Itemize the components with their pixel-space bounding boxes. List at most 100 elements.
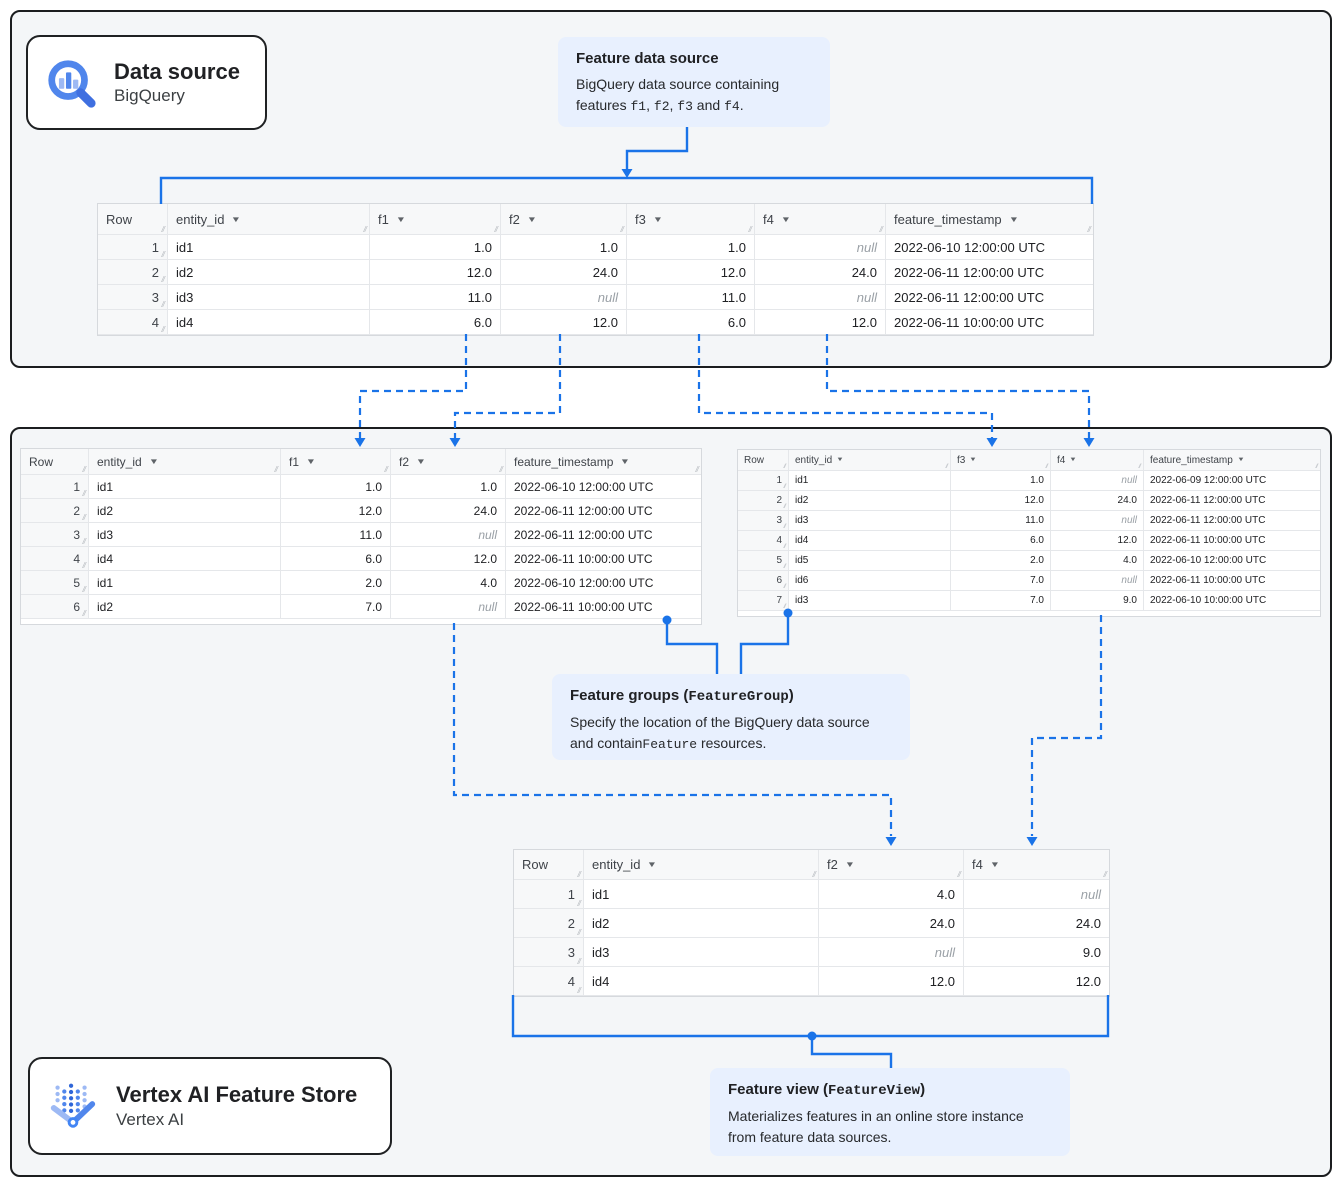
column-header-f1[interactable]: f1▼// [370, 204, 501, 235]
resize-handle-icon[interactable]: // [577, 899, 582, 908]
resize-handle-icon[interactable]: // [577, 870, 582, 879]
card-title: Vertex AI Feature Store [116, 1082, 358, 1108]
cell-entity_id: id1 [789, 471, 951, 491]
resize-handle-icon[interactable]: // [82, 465, 87, 474]
resize-handle-icon[interactable]: // [577, 928, 582, 937]
column-header-f2[interactable]: f2 ▼ // [501, 204, 627, 235]
resize-handle-icon[interactable]: // [82, 609, 87, 618]
resize-handle-icon[interactable]: // [82, 513, 87, 522]
column-header-f4[interactable]: f4▼// [755, 204, 886, 235]
resize-handle-icon[interactable]: // [783, 584, 787, 590]
code-text: FeatureGroup [688, 689, 789, 705]
column-header-feature_timestamp[interactable]: feature_timestamp▼// [506, 449, 701, 475]
resize-handle-icon[interactable]: // [161, 250, 166, 259]
resize-handle-icon[interactable]: // [161, 225, 166, 234]
resize-handle-icon[interactable]: // [620, 225, 625, 234]
cell-entity_id: id1 [89, 571, 281, 595]
column-label: f2 [509, 211, 520, 227]
resize-handle-icon[interactable]: // [82, 537, 87, 546]
column-header-entity_id[interactable]: entity_id▼// [89, 449, 281, 475]
row-number-cell: 4// [98, 310, 168, 335]
column-dropdown-icon[interactable]: ▼ [305, 457, 317, 466]
column-header-f2[interactable]: f2▼// [819, 850, 964, 880]
resize-handle-icon[interactable]: // [82, 489, 87, 498]
cell-feature_timestamp: 2022-06-10 12:00:00 UTC [886, 235, 1093, 260]
resize-handle-icon[interactable]: // [363, 225, 368, 234]
resize-handle-icon[interactable]: // [1138, 464, 1142, 470]
resize-handle-icon[interactable]: // [879, 225, 884, 234]
resize-handle-icon[interactable]: // [499, 465, 504, 474]
column-header-f4[interactable]: f4▼// [1051, 450, 1144, 471]
resize-handle-icon[interactable]: // [1045, 464, 1049, 470]
resize-handle-icon[interactable]: // [695, 465, 700, 474]
column-dropdown-icon[interactable]: ▼ [969, 457, 978, 463]
resize-handle-icon[interactable]: // [161, 300, 166, 309]
resize-handle-icon[interactable]: // [783, 544, 787, 550]
row-number-cell: 1// [98, 235, 168, 260]
column-dropdown-icon[interactable]: ▼ [620, 457, 631, 466]
table-footer-strip [738, 611, 1320, 616]
resize-handle-icon[interactable]: // [783, 564, 787, 570]
column-header-entity_id[interactable]: entity_id▼// [584, 850, 819, 880]
text-segment: ) [920, 1081, 926, 1098]
cell-entity_id: id1 [89, 475, 281, 499]
column-header-entity_id[interactable]: entity_id▼// [168, 204, 370, 235]
resize-handle-icon[interactable]: // [783, 464, 787, 470]
text-segment: . [739, 97, 744, 113]
column-dropdown-icon[interactable]: ▼ [1236, 457, 1245, 463]
column-header-f3[interactable]: f3▼// [951, 450, 1051, 471]
column-header-f4[interactable]: f4▼// [964, 850, 1109, 880]
resize-handle-icon[interactable]: // [783, 604, 787, 610]
column-header-feature_timestamp[interactable]: feature_timestamp▼// [886, 204, 1093, 235]
resize-handle-icon[interactable]: // [161, 275, 166, 284]
column-dropdown-icon[interactable]: ▼ [148, 457, 159, 466]
resize-handle-icon[interactable]: // [957, 870, 962, 879]
resize-handle-icon[interactable]: // [945, 464, 949, 470]
resize-handle-icon[interactable]: // [812, 870, 817, 879]
column-header-entity_id[interactable]: entity_id▼// [789, 450, 951, 471]
column-label: f3 [635, 211, 646, 227]
resize-handle-icon[interactable]: // [1103, 870, 1108, 879]
column-dropdown-icon[interactable]: ▼ [415, 457, 427, 466]
row-number-cell: 1// [514, 880, 584, 909]
cell-f3: 11.0 [627, 285, 755, 310]
column-dropdown-icon[interactable]: ▼ [647, 860, 658, 869]
resize-handle-icon[interactable]: // [577, 957, 582, 966]
column-header-feature_timestamp[interactable]: feature_timestamp▼// [1144, 450, 1320, 471]
resize-handle-icon[interactable]: // [783, 524, 787, 530]
cell-f3: 1.0 [951, 471, 1051, 491]
row-number-cell: 6// [738, 571, 789, 591]
resize-handle-icon[interactable]: // [161, 325, 166, 334]
resize-handle-icon[interactable]: // [82, 585, 87, 594]
resize-handle-icon[interactable]: // [384, 465, 389, 474]
resize-handle-icon[interactable]: // [783, 504, 787, 510]
resize-handle-icon[interactable]: // [274, 465, 279, 474]
column-header-f1[interactable]: f1▼// [281, 449, 391, 475]
column-header-f2[interactable]: f2▼// [391, 449, 506, 475]
column-dropdown-icon[interactable]: ▼ [844, 860, 855, 869]
resize-handle-icon[interactable]: // [748, 225, 753, 234]
column-dropdown-icon[interactable]: ▼ [836, 457, 845, 463]
resize-handle-icon[interactable]: // [1315, 464, 1319, 470]
column-dropdown-icon[interactable]: ▼ [780, 214, 791, 224]
column-dropdown-icon[interactable]: ▼ [395, 214, 406, 224]
cell-f2: 12.0 [391, 547, 506, 571]
column-dropdown-icon[interactable]: ▼ [526, 214, 537, 224]
resize-handle-icon[interactable]: // [1087, 225, 1092, 234]
resize-handle-icon[interactable]: // [494, 225, 499, 234]
card-text: Data source BigQuery [114, 59, 240, 106]
column-dropdown-icon[interactable]: ▼ [231, 214, 242, 224]
resize-handle-icon[interactable]: // [783, 484, 787, 490]
cell-entity_id: id2 [168, 260, 370, 285]
column-dropdown-icon[interactable]: ▼ [989, 860, 1000, 869]
column-dropdown-icon[interactable]: ▼ [652, 214, 663, 224]
resize-handle-icon[interactable]: // [82, 561, 87, 570]
column-dropdown-icon[interactable]: ▼ [1008, 214, 1019, 224]
column-header-f3[interactable]: f3 ▼ // [627, 204, 755, 235]
column-dropdown-icon[interactable]: ▼ [1069, 457, 1078, 463]
resize-handle-icon[interactable]: // [577, 986, 582, 995]
cell-f2: 24.0 [501, 260, 627, 285]
